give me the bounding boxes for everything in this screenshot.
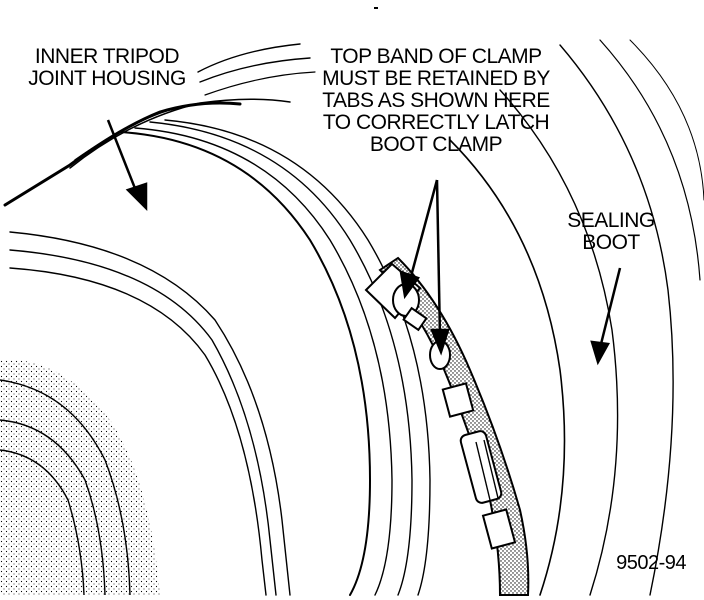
clamp-window-detail (475, 441, 491, 501)
boot-arc-5 (629, 39, 704, 201)
housing-ridge-3 (9, 267, 267, 596)
housing-arc-3 (149, 121, 413, 596)
clamp-window-3 (481, 508, 517, 550)
label-line: BOOT (582, 231, 640, 254)
housing-arrowhead-icon (125, 182, 148, 212)
clamp-arrowhead-1-icon (399, 270, 420, 300)
boot-fold-1 (197, 43, 301, 73)
boot-arrowhead-icon (590, 340, 610, 366)
label-line: SEALING (567, 209, 655, 232)
shaft-line-1 (0, 379, 131, 596)
label-line: JOINT HOUSING (28, 67, 186, 90)
figure-number: 9502-94 (616, 552, 686, 574)
shaft-line-3 (0, 449, 85, 596)
top-band-clamp-label: TOP BAND OF CLAMP MUST BE RETAINED BY TA… (316, 46, 556, 156)
housing-top-edge-3 (74, 106, 181, 161)
clamp-window-1 (441, 382, 475, 418)
shaft-line-2 (0, 419, 106, 596)
label-line: TO CORRECTLY LATCH (322, 111, 550, 134)
boot-arc-2 (499, 89, 619, 596)
boot-arc-4 (599, 39, 701, 281)
sealing-boot-label: SEALING BOOT (555, 210, 667, 254)
label-line: TABS AS SHOWN HERE (322, 89, 550, 112)
inner-tripod-joint-housing-label: INNER TRIPOD JOINT HOUSING (18, 46, 196, 90)
housing-top-edge-2 (69, 98, 291, 169)
boot-arc-3 (559, 44, 674, 596)
boot-fold-2 (199, 57, 311, 83)
label-line: INNER TRIPOD (34, 45, 180, 68)
clamp-arrowhead-2-icon (430, 328, 450, 356)
boot-fold-3 (204, 71, 316, 96)
shaft-shading (0, 359, 160, 595)
housing-ridge-2 (9, 249, 277, 596)
clamp-window-2 (459, 430, 503, 504)
clamp-arrow-line-2 (435, 179, 442, 339)
housing-arc-2 (134, 127, 393, 596)
clamp-tab-1-slot (402, 306, 428, 332)
label-line: BOOT CLAMP (369, 133, 503, 156)
clamp-arrow-line-1 (408, 179, 439, 281)
label-line: MUST BE RETAINED BY (322, 67, 550, 90)
label-line: TOP BAND OF CLAMP (330, 45, 542, 68)
housing-arrow-line (106, 119, 140, 197)
housing-top-edge (3, 101, 242, 207)
boot-arc-1 (449, 139, 566, 596)
housing-ridge-1 (9, 231, 291, 596)
clamp-window-detail-2 (483, 439, 499, 499)
boot-arrow-line (598, 267, 622, 349)
housing-arc-1 (119, 131, 372, 596)
